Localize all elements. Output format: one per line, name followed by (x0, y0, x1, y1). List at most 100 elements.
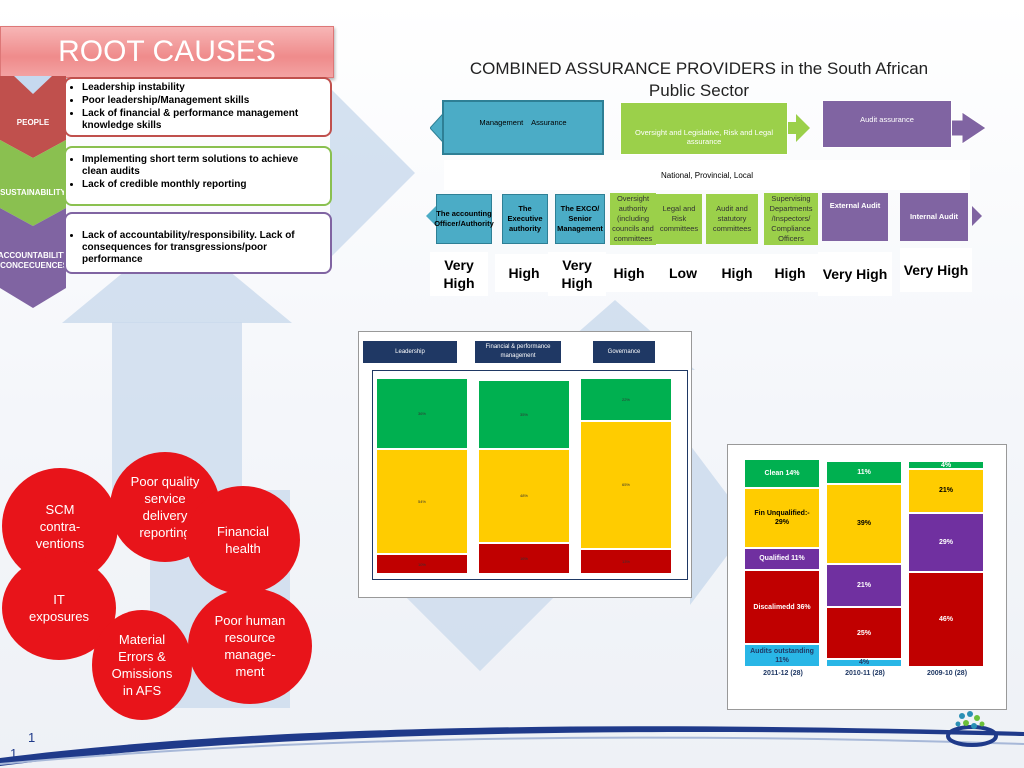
chart2-x-label: 2011-12 (28) (763, 670, 803, 677)
provider-external-audit: External Audit (822, 193, 888, 241)
rating-supervising-departments: High (761, 254, 819, 292)
rating-external-audit: Very High (818, 252, 892, 296)
chart1-header-governance: Governance (593, 341, 655, 363)
data-label: 10% (417, 561, 426, 567)
data-label: 21% (938, 487, 953, 495)
bar-segment: 10% (376, 554, 468, 574)
sustainability-label: SUSTAINABILITY (0, 187, 66, 197)
bar-segment: Audits outstanding 11% (744, 644, 820, 667)
circle-scm-contraventions: SCM contra-ventions (2, 468, 118, 584)
bar-segment: 21% (908, 469, 984, 513)
cause-item: Lack of credible monthly reporting (82, 179, 324, 191)
chart2-x-label: 2010-11 (28) (845, 670, 885, 677)
audit-assurance-box: Audit assurance (822, 100, 952, 148)
data-label: 13% (621, 558, 630, 564)
bar-segment: 39% (826, 483, 902, 564)
data-label: 39% (856, 520, 871, 528)
data-label: Qualified 11% (759, 555, 805, 563)
bar-segment: 35% (478, 379, 570, 449)
bar-segment: 65% (580, 421, 672, 549)
management-assurance-box: Management Assurance (442, 100, 604, 155)
government-level-bar: National, Provincial, Local (444, 160, 970, 190)
cause-item: Lack of accountability/responsibility. L… (82, 230, 324, 266)
stacked-bar: 13% 65% 22% (580, 378, 672, 574)
provider-legal-risk-committees: Legal and Risk committees (656, 194, 702, 244)
bar-segment: 46% (908, 572, 984, 667)
root-causes-chevrons (0, 76, 66, 308)
rating-accounting-officer: Very High (430, 252, 488, 296)
accountability-causes-box: Lack of accountability/responsibility. L… (64, 212, 332, 274)
provider-executive-authority: The Executive authority (502, 194, 548, 244)
circle-financial-health: Financial health (186, 486, 300, 594)
bar-segment: 54% (376, 448, 468, 555)
stacked-bar: 10% 54% 36% (376, 378, 468, 574)
cause-item: Implementing short term solutions to ach… (82, 154, 324, 178)
data-label: 22% (621, 397, 630, 403)
cause-item: Lack of financial & performance manageme… (82, 108, 324, 132)
data-label: Discalimedd 36% (753, 603, 811, 611)
bar-segment: 13% (580, 548, 672, 574)
circle-human-resource: Poor human resource manage-ment (188, 588, 312, 704)
rating-internal-audit: Very High (900, 248, 972, 292)
data-label: Audits outstanding 11% (750, 647, 814, 664)
management-assurance-label: Management Assurance (479, 118, 567, 127)
provider-supervising-departments: Supervising Departments /Inspectors/ Com… (764, 193, 818, 245)
provider-accounting-officer: The accounting Officer/Authority (434, 194, 494, 244)
cause-item: Poor leadership/Management skills (82, 95, 324, 107)
stacked-bar: 16% 48% 35% (478, 378, 570, 574)
page-number-secondary: 1 (10, 746, 18, 761)
stacked-bar: 46% 29% 21% 4% (908, 461, 984, 667)
bar-segment: 36% (376, 378, 468, 449)
data-label: 16% (519, 555, 528, 561)
bar-segment: Discalimedd 36% (744, 570, 820, 645)
provider-exco-senior-management: The EXCO/ Senior Management (555, 194, 605, 244)
provider-internal-audit: Internal Audit (900, 193, 968, 241)
accountability-label: ACCOUNTABILITY /CONCECUENCES (0, 251, 69, 270)
chart2-bars: Audits outstanding 11% Discalimedd 36% Qua… (744, 458, 988, 667)
chart2-x-label: 2009-10 (28) (926, 670, 968, 677)
data-label: 35% (519, 411, 528, 417)
people-label: PEOPLE (16, 117, 50, 127)
background-arrow-right (330, 88, 415, 258)
audit-assurance-label: Audit assurance (860, 115, 914, 124)
data-label: 11% (857, 468, 871, 476)
oversight-assurance-label: Oversight and Legislative, Risk and Lega… (635, 127, 773, 146)
bar-segment: Qualified 11% (744, 547, 820, 571)
data-label: 4% (940, 461, 952, 469)
rating-exco: Very High (548, 252, 606, 296)
root-causes-title: ROOT CAUSES (0, 26, 334, 78)
assurance-title: COMBINED ASSURANCE PROVIDERS in the Sout… (469, 59, 929, 100)
data-label: 65% (621, 482, 630, 488)
data-label: 29% (938, 538, 953, 546)
rating-oversight-authority: High (600, 254, 658, 292)
data-label: Fin Unqualified:- 29% (754, 509, 810, 526)
data-label: 36% (417, 410, 426, 416)
data-label: Clean 14% (764, 469, 800, 477)
footer-swoosh (0, 726, 1024, 766)
circle-material-errors: Material Errors & Omissions in AFS (92, 610, 192, 720)
stacked-bar: Audits outstanding 11% Discalimedd 36% Qua… (744, 458, 820, 667)
chart1-bars: 10% 54% 36% 16% 48% 35% 13% 65% 22% (376, 378, 672, 574)
bar-segment: 16% (478, 542, 570, 574)
bar-segment: Clean 14% (744, 458, 820, 488)
bar-segment: 25% (826, 607, 902, 659)
provider-audit-statutory-committees: Audit and statutory committees (706, 194, 758, 244)
provider-oversight-authority: Oversight authority (including councils … (610, 193, 656, 245)
page-number: 1 (28, 730, 36, 745)
rating-audit-statutory: High (708, 254, 766, 292)
bar-segment: Fin Unqualified:- 29% (744, 487, 820, 548)
data-label: 4% (858, 659, 870, 667)
chart1-header-financial: Financial & performance management (475, 341, 561, 363)
people-causes-box: Leadership instability Poor leadership/M… (64, 77, 332, 137)
bar-segment: 22% (580, 378, 672, 422)
data-label: 25% (856, 629, 871, 637)
government-level-label: National, Provincial, Local (660, 170, 754, 180)
data-label: 54% (417, 498, 426, 504)
rating-executive-authority: High (495, 254, 553, 292)
cause-item: Leadership instability (82, 82, 324, 94)
data-label: 48% (519, 493, 528, 499)
logo-icon (946, 711, 998, 747)
chart1-header-leadership: Leadership (363, 341, 457, 363)
stacked-bar: 4%25%21%39%11% (826, 461, 902, 667)
data-label: 46% (938, 616, 953, 624)
